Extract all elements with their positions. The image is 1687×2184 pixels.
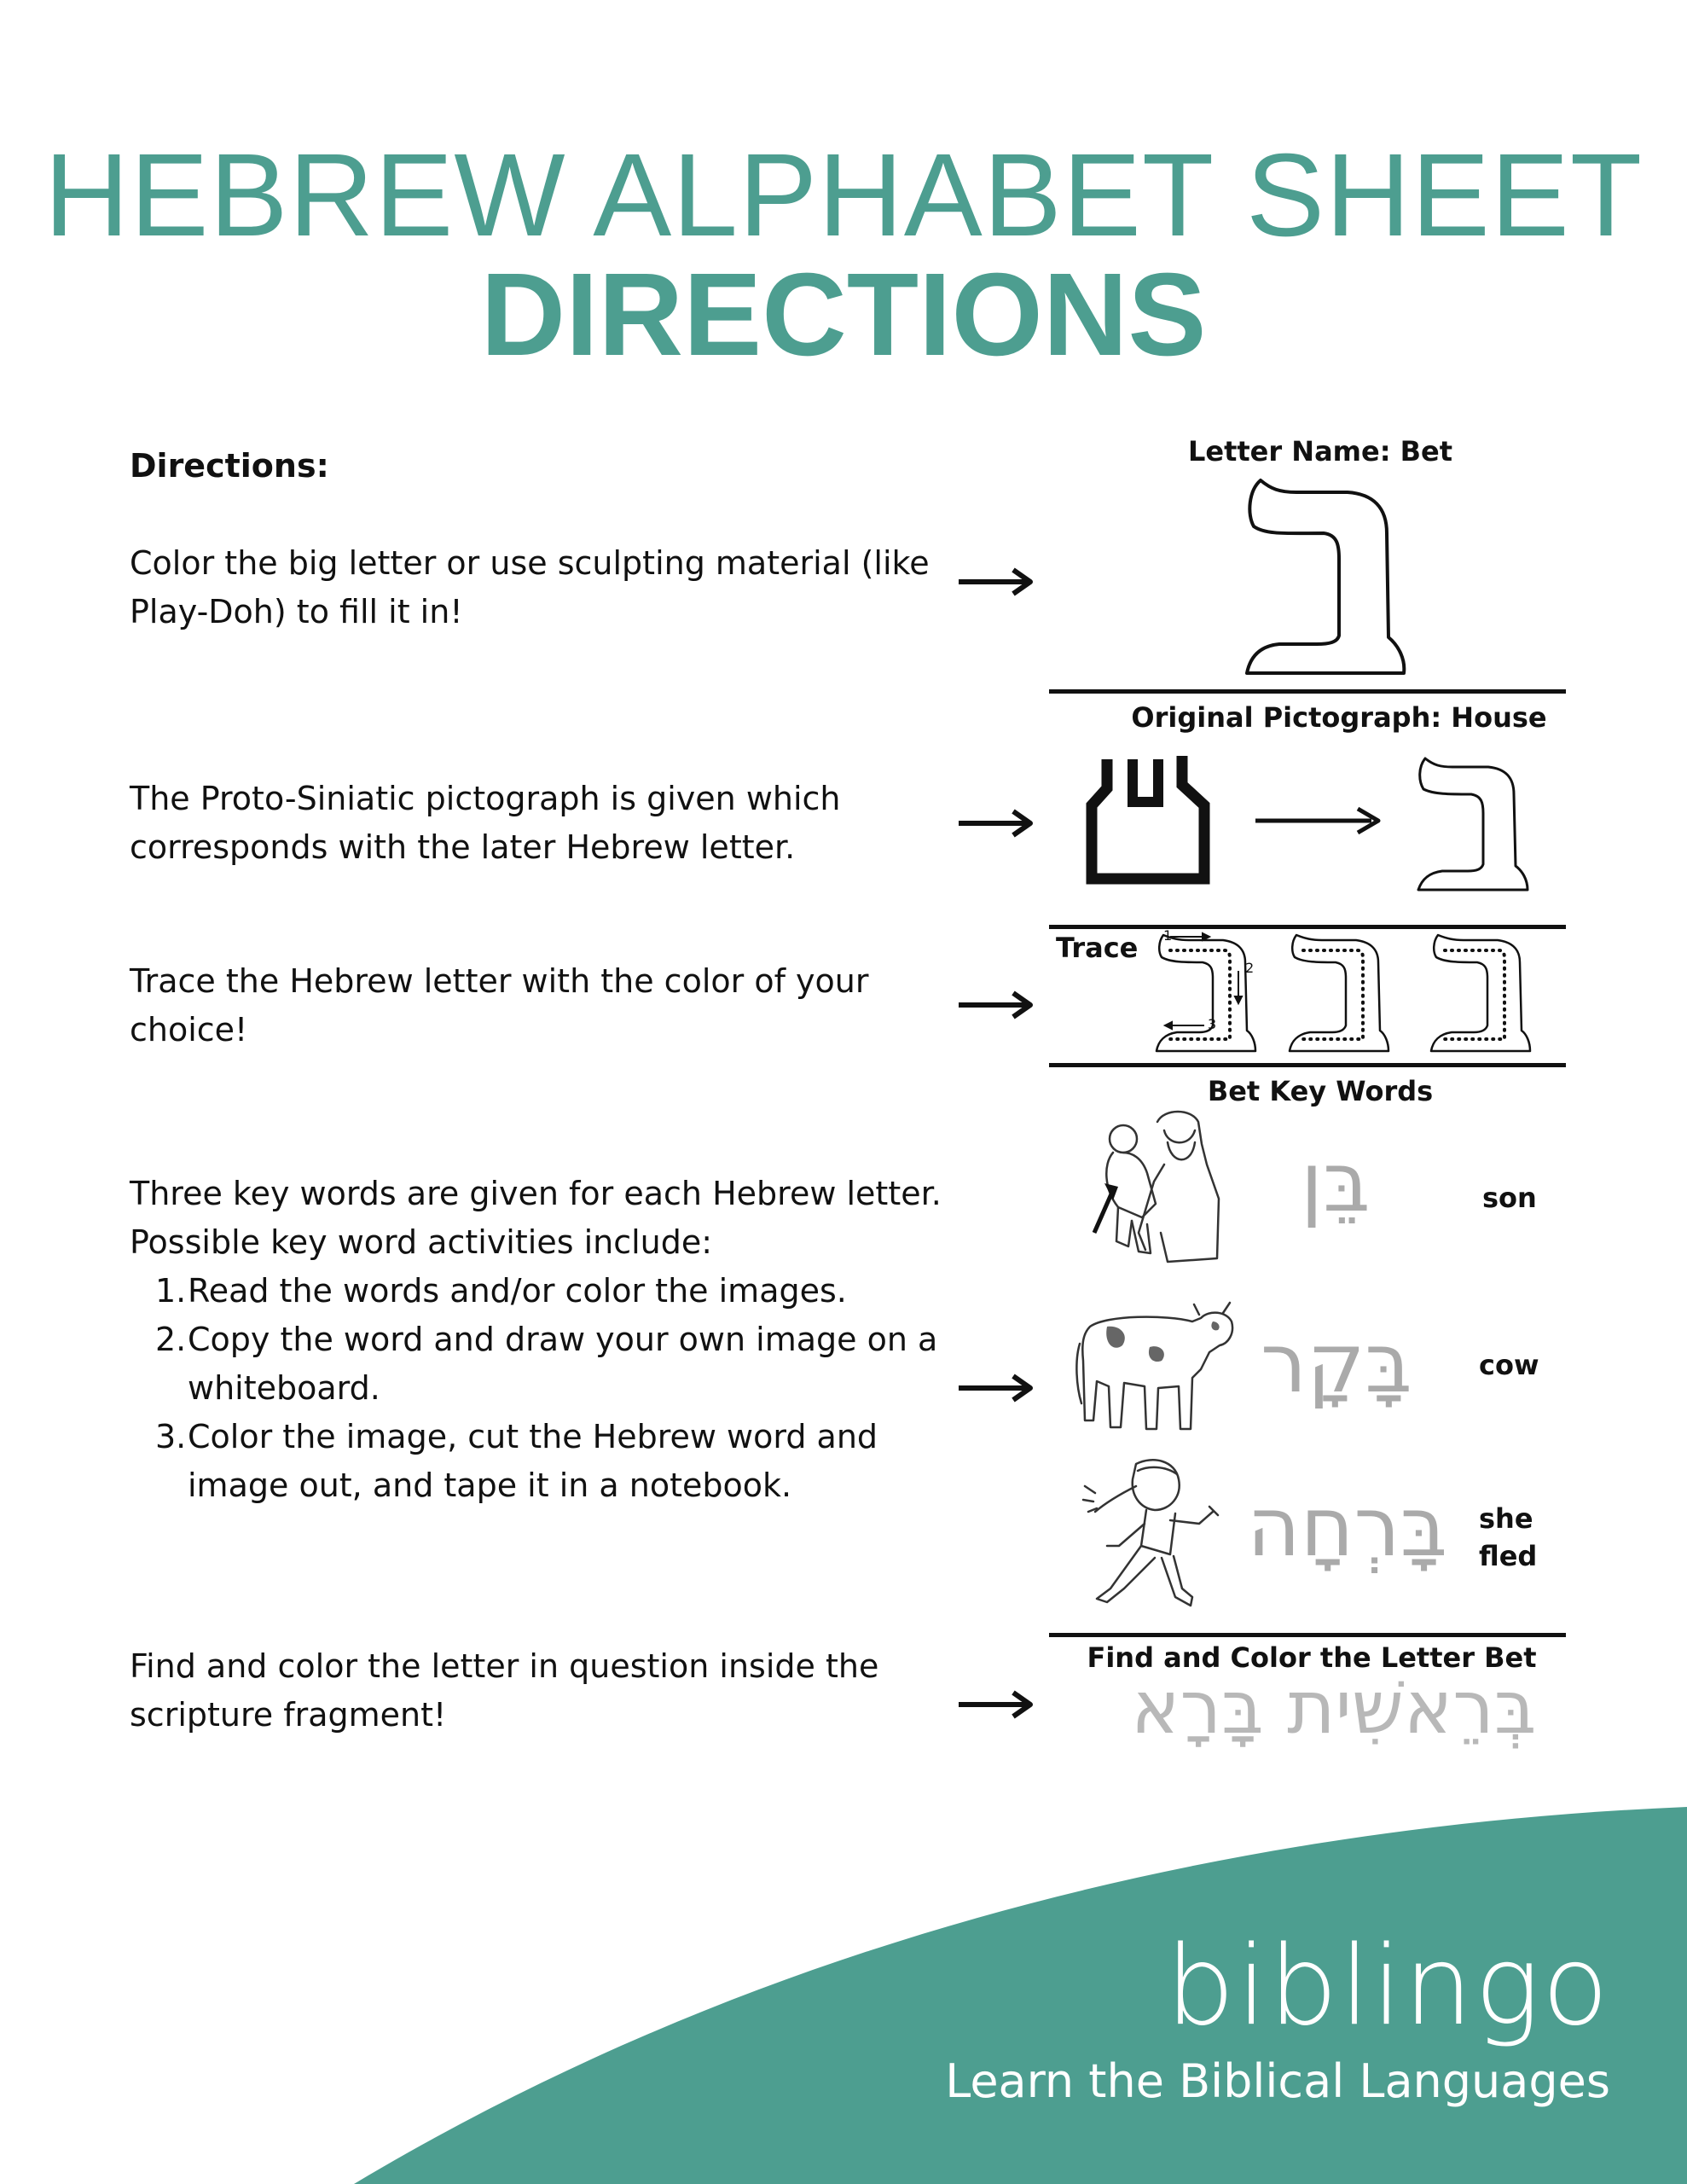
direction-step-3: Trace the Hebrew letter with the color o… [130,962,869,1048]
arrow-right-icon [959,567,1033,596]
directions-heading: Directions: [130,447,329,485]
direction-step-1: Color the big letter or use sculpting ma… [130,544,930,630]
trace-label: Trace [1056,932,1139,964]
trace-step-2: 2 [1245,960,1254,976]
divider [1049,1063,1566,1067]
brand-tagline: Learn the Biblical Languages [945,2054,1610,2108]
hebrew-word-baqar: בָּקָר [1261,1316,1412,1411]
list-item: 2.Copy the word and draw your own image … [155,1321,938,1407]
brand-logo: biblingo [1165,1923,1610,2050]
letter-name-label: Letter Name: Bet [1187,435,1453,468]
pictograph-label: Original Pictograph: House [1131,701,1547,734]
letter-bet-outline [1417,757,1529,892]
english-word-she-fled: she fled [1479,1502,1538,1572]
page-title-line1: HEBREW ALPHABET SHEET [43,130,1644,261]
trace-step-3: 3 [1208,1016,1216,1032]
key-words-label: Bet Key Words [1207,1075,1434,1107]
english-word-son: son [1482,1182,1537,1214]
page-title-line2: DIRECTIONS [480,249,1207,380]
list-item: 1.Read the words and/or color the images… [155,1272,847,1310]
divider [1049,1633,1566,1637]
direction-step-2: The Proto-Siniatic pictograph is given w… [130,780,841,866]
direction-step-5: Find and color the letter in question in… [130,1647,879,1734]
scripture-fragment: בְּרֵאשִׁית בָּרָא [1131,1665,1537,1751]
running-woman-illustration [1081,1459,1220,1607]
arrow-right-icon [959,1374,1033,1403]
arrow-right-icon [959,990,1033,1019]
house-pictograph-icon [1086,756,1210,885]
arrow-right-icon [1255,806,1381,835]
trace-letters: 1 2 3 [1155,930,1532,1053]
cow-illustration [1075,1301,1234,1431]
father-holding-child-illustration [1092,1110,1220,1263]
trace-step-1: 1 [1163,930,1172,944]
divider [1049,925,1566,929]
big-letter-bet-outline [1245,479,1406,675]
english-word-cow: cow [1479,1349,1539,1381]
find-color-label: Find and Color the Letter Bet [1087,1641,1537,1674]
hebrew-word-barcha: בָּרְחָה [1247,1479,1448,1575]
hebrew-word-ben: בֵּן [1301,1135,1371,1230]
arrow-right-icon [959,809,1033,838]
key-word-activities-list: 1.Read the words and/or color the images… [130,1267,948,1510]
direction-step-4-intro: Three key words are given for each Hebre… [130,1175,942,1261]
divider [1049,689,1566,694]
direction-step-4: Three key words are given for each Hebre… [130,1170,948,1510]
list-item: 3.Color the image, cut the Hebrew word a… [155,1418,878,1504]
arrow-right-icon [959,1690,1033,1719]
